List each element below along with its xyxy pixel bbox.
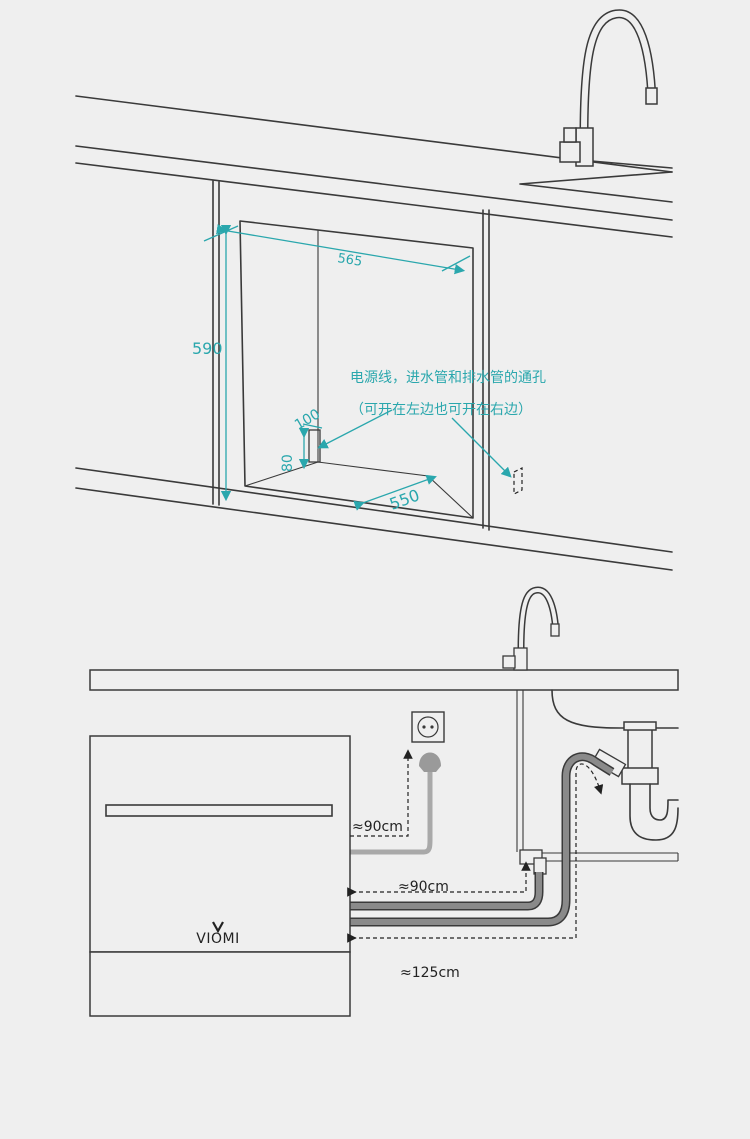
viomi-logo-icon xyxy=(212,921,224,934)
sink-outline xyxy=(519,159,673,203)
hole-note-line1: 电源线，进水管和排水管的通孔 xyxy=(350,370,546,386)
dimension-hole-height-label: 80 xyxy=(280,454,296,472)
inlet-hose-length-label: ≈90cm xyxy=(398,879,449,895)
cabinet-opening-view: 565 590 550 100 80 电源线，进水管和排水管的通孔 （可开在左边… xyxy=(75,9,673,571)
brand-label: VIOMI xyxy=(196,931,239,947)
hole-note-line2: （可开在左边也可开在右边） xyxy=(350,402,532,418)
power-socket-icon xyxy=(411,711,445,743)
counter-slab xyxy=(89,669,679,691)
drain-hose-length-label: ≈125cm xyxy=(400,965,460,981)
drain-trap xyxy=(591,721,679,841)
alternate-cable-hole xyxy=(513,467,523,495)
faucet-icon xyxy=(502,586,560,671)
sink-basin xyxy=(551,689,679,729)
dimension-height: 590 xyxy=(192,224,232,502)
drain-hose xyxy=(350,752,615,927)
hole-annotation-leaders xyxy=(317,409,512,478)
dimension-depth: 550 xyxy=(353,474,437,514)
drain-hose-leader xyxy=(347,763,604,943)
power-cord xyxy=(350,770,433,855)
countertop-connection-view: VIOMI ≈90cm ≈90cm ≈125cm xyxy=(89,586,679,1017)
cabinet-frame xyxy=(75,180,673,571)
dishwasher-body: VIOMI xyxy=(89,735,351,1017)
dishwasher-handle xyxy=(105,804,333,817)
power-plug xyxy=(419,752,441,772)
dimension-height-label: 590 xyxy=(192,339,223,358)
power-cord-length-label: ≈90cm xyxy=(352,819,403,835)
faucet-icon xyxy=(559,9,658,167)
dimension-width: 565 xyxy=(203,224,471,275)
dimension-width-label: 565 xyxy=(336,251,363,270)
